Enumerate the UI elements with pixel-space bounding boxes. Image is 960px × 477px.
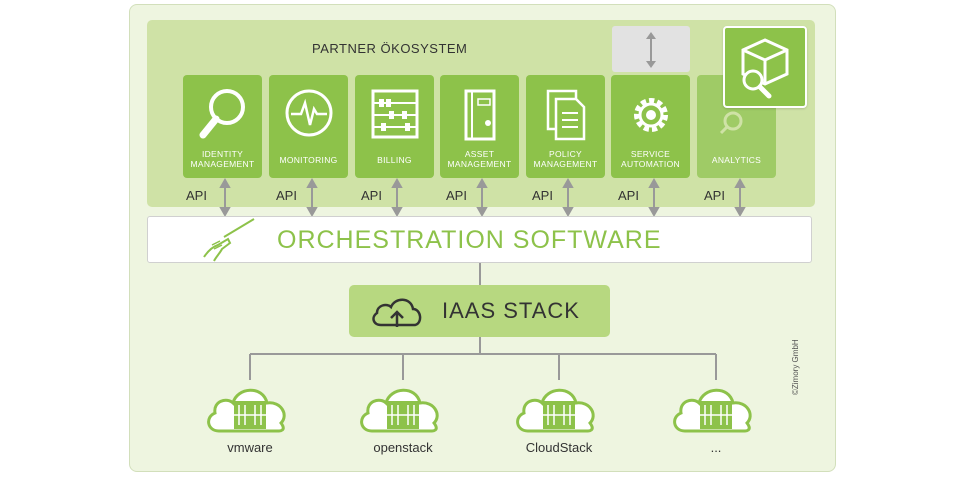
iaas-stack-label: IAAS STACK [442,298,580,323]
api-label: API [446,188,467,203]
api-arrow [476,177,488,218]
card-monitoring: MONITORING [269,75,348,178]
card-label: IDENTITY MANAGEMENT [183,149,262,169]
cloud-label: vmware [227,440,273,455]
api-arrow [219,177,231,218]
card-label: POLICY MANAGEMENT [526,149,605,169]
cloud-cloudstack [514,375,604,440]
updown-arrow-icon [646,32,656,68]
card-label: BILLING [355,155,434,165]
api-label: API [361,188,382,203]
card-label-line1: ANALYTICS [711,155,762,165]
card-asset-management: ASSET MANAGEMENT [440,75,519,178]
card-identity-management: IDENTITY MANAGEMENT [183,75,262,178]
cloud-label: CloudStack [525,440,593,455]
api-arrow [648,177,660,218]
gear-icon [634,98,668,132]
iaas-stack-box [349,285,610,337]
card-label-line1: IDENTITY [201,149,244,159]
card-label-line2: AUTOMATION [621,159,680,169]
api-label: API [276,188,297,203]
documents-icon [546,89,586,141]
cube-magnifier-icon [741,38,789,99]
cloud-openstack [358,375,448,440]
orchestration-software-bar [147,216,812,263]
cloud-vmware [205,375,295,440]
service-automation-popup [612,26,690,72]
cloud-label: openstack [373,440,433,455]
cloud-more [671,375,761,440]
cloud-server-icon [673,388,752,433]
card-label-line1: MONITORING [279,155,338,165]
analytics-highlight [723,26,807,108]
binder-icon [464,89,496,141]
card-label-line2: MANAGEMENT [190,159,255,169]
api-label: API [186,188,207,203]
card-label-line1: ASSET [464,149,495,159]
card-label-line1: BILLING [377,155,412,165]
card-label: MONITORING [269,155,348,165]
card-label-line1: SERVICE [630,149,671,159]
card-service-automation: SERVICE AUTOMATION [611,75,690,178]
card-label-line2: MANAGEMENT [447,159,512,169]
magnifier-icon [199,89,245,139]
card-label: SERVICE AUTOMATION [611,149,690,169]
card-billing: BILLING [355,75,434,178]
card-policy-management: POLICY MANAGEMENT [526,75,605,178]
cloud-upload-icon [372,298,422,327]
partner-ecosystem-title: PARTNER ÖKOSYSTEM [312,41,468,56]
cloud-server-icon [516,388,595,433]
card-label: ASSET MANAGEMENT [440,149,519,169]
cloud-label: ... [710,440,722,455]
api-label: API [618,188,639,203]
api-arrow [391,177,403,218]
cloud-server-icon [207,388,286,433]
api-label: API [532,188,553,203]
abacus-icon [371,89,419,139]
heartbeat-monitor-icon [285,89,333,137]
api-arrow [562,177,574,218]
card-label-line1: POLICY [549,149,582,159]
card-label: ANALYTICS [697,155,776,165]
cube-magnifier-icon [719,111,743,135]
api-arrow [306,177,318,218]
card-label-line2: MANAGEMENT [533,159,598,169]
api-arrow [734,177,746,218]
api-label: API [704,188,725,203]
copyright-note: ©Zimory GmbH [791,339,800,395]
conductor-hand-icon [203,218,255,262]
orchestration-software-label: ORCHESTRATION SOFTWARE [277,226,662,254]
cloud-server-icon [360,388,439,433]
